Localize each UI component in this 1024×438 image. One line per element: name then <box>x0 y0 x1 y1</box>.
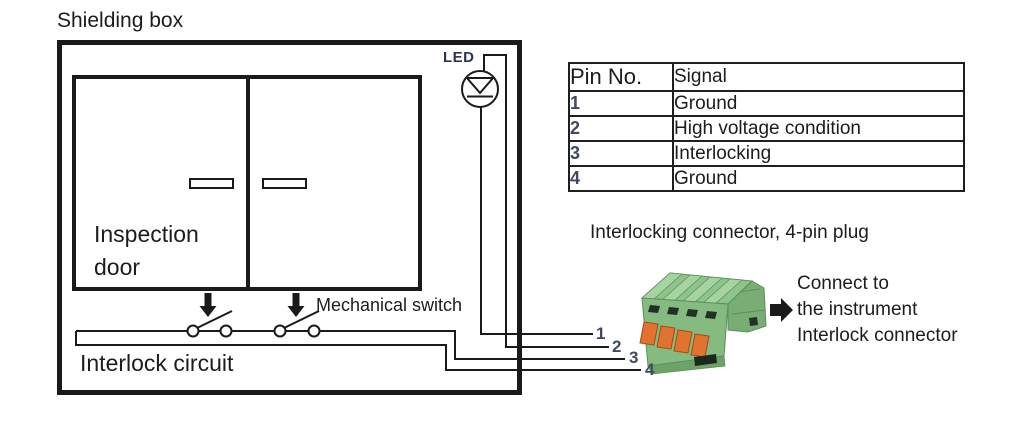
pin-number-cell: 1 <box>568 90 674 117</box>
connector-4pin-image <box>639 272 767 375</box>
led-wire-pin1 <box>480 107 593 335</box>
pin-number-cell: 4 <box>568 165 674 192</box>
connector-caption: Interlocking connector, 4-pin plug <box>590 222 869 243</box>
connect-note-line3: Interlock connector <box>797 325 958 346</box>
mechanical-switch-label: Mechanical switch <box>316 295 463 315</box>
signal-cell: Ground <box>672 90 965 117</box>
door-switch-left <box>186 310 233 338</box>
inspection-door-label-line1: Inspection <box>94 221 199 247</box>
signal-cell: Ground <box>672 165 965 192</box>
table-row: 3 Interlocking <box>568 140 965 167</box>
led-label: LED <box>443 49 475 66</box>
pin-lead-label-4: 4 <box>645 360 655 379</box>
pin-no-header: Pin No. <box>568 62 674 92</box>
led-wire-pin2 <box>483 54 609 348</box>
pin-lead-label-3: 3 <box>629 348 639 367</box>
pin-lead-label-1: 1 <box>596 324 606 343</box>
shielding-box-outline <box>57 40 522 395</box>
connect-note-line2: the instrument <box>797 299 918 320</box>
connect-note: Connect to the instrument Interlock conn… <box>797 271 958 349</box>
table-row: 4 Ground <box>568 165 965 192</box>
down-arrow-icon <box>199 293 217 317</box>
shielding-box-label: Shielding box <box>57 9 184 32</box>
right-arrow-icon <box>770 298 793 322</box>
interlock-wire-pin4 <box>75 331 641 371</box>
door-switch-right <box>273 310 321 338</box>
interlock-circuit-label: Interlock circuit <box>80 350 234 376</box>
signal-cell: Interlocking <box>672 140 965 167</box>
pin-number-cell: 3 <box>568 140 674 167</box>
signal-header: Signal <box>672 62 965 92</box>
table-row: 1 Ground <box>568 90 965 117</box>
inspection-door-outline <box>72 75 422 291</box>
interlock-wire-pin3 <box>76 330 625 360</box>
interlock-circuit-wires <box>75 54 641 371</box>
pin-lead-label-2: 2 <box>612 337 622 356</box>
door-handle-right <box>262 178 307 189</box>
down-arrow-icon <box>287 293 305 317</box>
table-header-row: Pin No. Signal <box>568 62 965 92</box>
table-row: 2 High voltage condition <box>568 115 965 142</box>
pin-signal-table: Pin No. Signal 1 Ground 2 High voltage c… <box>568 62 965 192</box>
door-handle-left <box>189 178 234 189</box>
signal-cell: High voltage condition <box>672 115 965 142</box>
led-diode-icon <box>461 70 499 108</box>
pin-number-cell: 2 <box>568 115 674 142</box>
connect-note-line1: Connect to <box>797 273 889 294</box>
inspection-door-label-line2: door <box>94 254 141 280</box>
